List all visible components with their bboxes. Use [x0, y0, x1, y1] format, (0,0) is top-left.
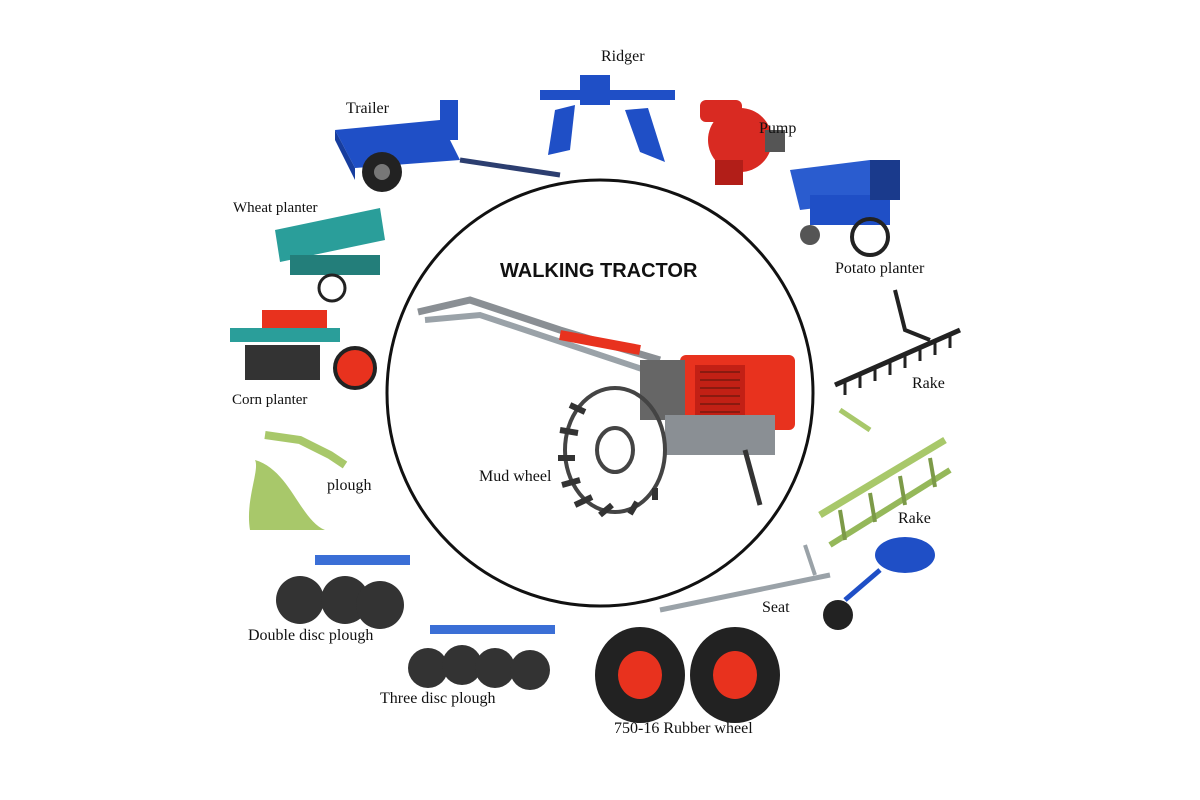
double-disc-plough-label: Double disc plough: [248, 627, 374, 644]
seat-image: [659, 537, 935, 630]
plough-image: [248, 431, 348, 530]
center-circle: [385, 178, 815, 608]
trailer-image: [335, 100, 561, 192]
rake-bottom-label: Rake: [898, 510, 931, 527]
seat-label: Seat: [762, 599, 790, 616]
pump-label: Pump: [759, 120, 797, 137]
rubber-wheel-label: 750-16 Rubber wheel: [614, 720, 753, 737]
rake-top-label: Rake: [912, 375, 945, 392]
corn-planter-label: Corn planter: [232, 392, 308, 408]
three-disc-plough-image: [408, 625, 555, 690]
plough-label: plough: [327, 477, 372, 494]
trailer-label: Trailer: [346, 100, 389, 117]
walking-tractor-image: [417, 296, 795, 518]
pump-image: [700, 100, 785, 185]
rake-bottom-image: [818, 407, 952, 548]
diagram-title: WALKING TRACTOR: [500, 260, 698, 282]
wheat-planter-label: Wheat planter: [233, 200, 318, 216]
potato-planter-image: [790, 160, 900, 257]
rubber-wheel-image: [595, 627, 780, 723]
potato-planter-label: Potato planter: [835, 260, 925, 277]
wheat-planter-image: [275, 208, 385, 303]
corn-planter-image: [230, 310, 377, 390]
double-disc-plough-image: [276, 555, 410, 629]
rake-top-image: [833, 289, 962, 395]
mud-wheel-label: Mud wheel: [479, 468, 552, 485]
ridger-label: Ridger: [601, 48, 645, 65]
three-disc-plough-label: Three disc plough: [380, 690, 496, 707]
ridger-image: [540, 75, 675, 162]
